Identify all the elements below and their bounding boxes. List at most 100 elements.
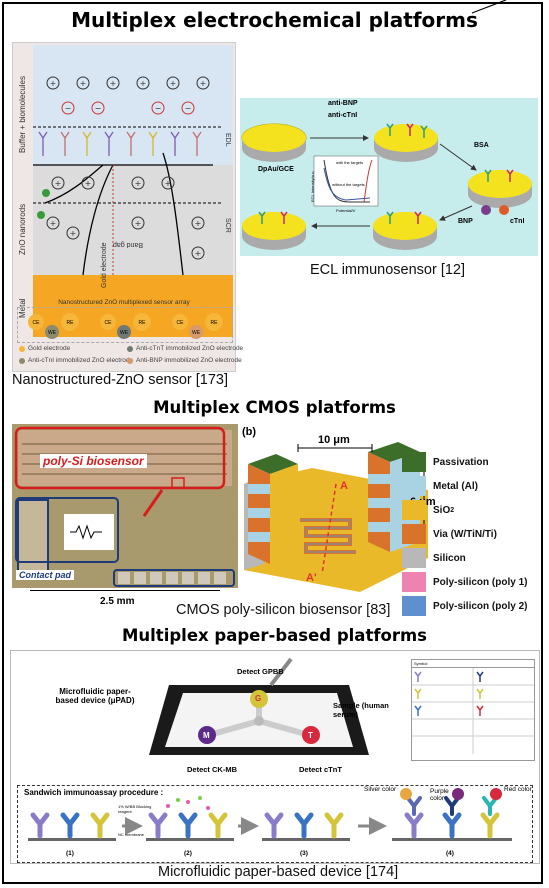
procedure-drawing (28, 788, 512, 841)
membrane-label: NC membrane (118, 832, 145, 837)
ecl-bnp: BNP (458, 218, 473, 225)
svg-text:+: + (195, 249, 202, 258)
legend-gold: Gold electrode (19, 345, 70, 352)
contact-pad-label: Contact pad (16, 570, 75, 580)
ecl-bsa: BSA (474, 142, 489, 149)
symbol-table-title: Symbol (412, 660, 534, 668)
label-bandgap: Band gap (113, 241, 143, 248)
legend-bnp-label: Anti-BNP immobilized ZnO electrode (136, 357, 242, 364)
legend-ctnt: Anti-cTnT immobilized ZnO electrode (127, 345, 243, 352)
legend-ctni-label: Anti-cTnI immobilized ZnO electrode (28, 357, 134, 364)
legend-gold-label: Gold electrode (28, 345, 71, 352)
array-title: Nanostructured ZnO multiplexed sensor ar… (58, 299, 190, 306)
sample-label: Sample (human serum) (333, 701, 389, 719)
ecl-ctni: cTnI (510, 218, 525, 225)
label-scr: SCR (224, 218, 231, 233)
label-edl: EDL (224, 133, 231, 147)
cmos-legend-1-label: Metal (Al) (433, 480, 478, 492)
zno-caption: Nanostructured-ZnO sensor [173] (12, 372, 228, 388)
svg-text:−: − (185, 104, 192, 113)
svg-text:+: + (50, 79, 57, 88)
ecl-diagram (241, 123, 532, 250)
svg-text:RE: RE (67, 320, 75, 326)
detect-ctnt: Detect cTnT (299, 765, 342, 774)
ecl-caption: ECL immunosensor [12] (310, 262, 466, 278)
svg-text:+: + (195, 219, 202, 228)
svg-text:−: − (95, 104, 102, 113)
svg-text:WE: WE (120, 330, 129, 336)
svg-text:+: + (170, 79, 177, 88)
paper-caption: Microfluidic paper-based device [174] (158, 864, 399, 880)
cmos-legend-4-label: Silicon (433, 552, 466, 564)
svg-text:+: + (55, 179, 62, 188)
scale-bar (30, 590, 220, 591)
plot-ylabel: ECL Intensity/a.u. (310, 170, 315, 202)
svg-text:RE: RE (211, 320, 219, 326)
upad-device (149, 657, 369, 755)
svg-text:WE: WE (48, 330, 57, 336)
cmos-legend-0-swatch (402, 452, 426, 472)
svg-text:RE: RE (139, 320, 147, 326)
svg-text:+: + (135, 219, 142, 228)
cmos-3d-panel: (b) 10 μm 6 μm A A' (240, 424, 536, 596)
cmos-legend-1-swatch (402, 476, 426, 496)
upad-label: Microfluidic paper-based device (μPAD) (55, 687, 135, 705)
step-1: (1) (66, 850, 74, 857)
cmos-legend-3-swatch (402, 524, 426, 544)
cmos-legend-6-label: Poly-silicon (poly 2) (433, 600, 528, 612)
zone-m: M (203, 731, 210, 740)
dim-width: 10 μm (318, 434, 350, 446)
paper-panel: Microfluidic paper-based device (μPAD) G… (10, 650, 540, 864)
svg-text:+: + (80, 79, 87, 88)
legend-ctnt-label: Anti-cTnT immobilized ZnO electrode (136, 345, 244, 352)
svg-text:−: − (155, 104, 162, 113)
symbol-table-drawing (412, 668, 534, 754)
svg-text:+: + (85, 179, 92, 188)
svg-text:−: − (65, 104, 72, 113)
cmos-caption: CMOS poly-silicon biosensor [83] (176, 602, 391, 618)
ecl-anti-ctni: anti-cTnI (328, 112, 358, 119)
detect-ckmb: Detect CK-MB (187, 765, 238, 774)
blocking-label: 1% W/BB Blocking reagent (118, 804, 152, 814)
legend-gold-dot (19, 345, 25, 352)
cmos-legend-2-label: SiO (433, 504, 451, 516)
cmos-legend-4-swatch (402, 548, 426, 568)
cmos-legend-1: Metal (Al) (402, 476, 478, 496)
purple-color-label: Purple color (430, 788, 449, 802)
red-color-label: Red color (504, 786, 532, 793)
poly-si-label: poly-Si biosensor (40, 454, 147, 468)
legend-ctni: Anti-cTnI immobilized ZnO electrode (19, 357, 133, 364)
zno-panel: + + + + + + − − − − + + + + + + + + + Bu… (12, 42, 243, 372)
chip-drawing (12, 424, 238, 588)
callout-line (471, 0, 507, 14)
label-buffer: Buffer + biomolecules (18, 75, 27, 153)
cmos-title: Multiplex CMOS platforms (153, 398, 396, 417)
step-2: (2) (184, 850, 192, 857)
cmos-legend-3: Via (W/TiN/Ti) (402, 524, 497, 544)
cmos-legend-4: Silicon (402, 548, 466, 568)
cmos-legend-0: Passivation (402, 452, 489, 472)
label-zno: ZnO nanorods (18, 203, 27, 255)
ecl-electrode-label: DpAu/GCE (258, 166, 294, 173)
svg-text:+: + (50, 219, 57, 228)
step-3: (3) (300, 850, 308, 857)
svg-text:WE: WE (192, 330, 201, 336)
svg-text:CE: CE (105, 320, 113, 326)
legend-bnp-dot (127, 357, 133, 364)
cmos-legend-0-label: Passivation (433, 456, 489, 468)
detect-gpbb: Detect GPBB (237, 667, 284, 676)
svg-text:CE: CE (177, 320, 185, 326)
cmos-legend-2-sub: 2 (450, 506, 455, 514)
legend-ctnt-dot (127, 345, 133, 352)
silver-color-label: Silver color (364, 786, 397, 793)
ecl-anti-bnp: anti-BNP (328, 100, 358, 107)
cmos-legend-5-label: Poly-silicon (poly 1) (433, 576, 528, 588)
legend-ctni-dot (19, 357, 25, 364)
cmos-legend-3-label: Via (W/TiN/Ti) (433, 528, 497, 540)
procedure-box: Sandwich immunoassay procedure : (17, 785, 533, 863)
cut-a-prime: A' (306, 572, 317, 584)
cmos-legend-5: Poly-silicon (poly 1) (402, 572, 527, 592)
paper-title: Multiplex paper-based platforms (121, 626, 427, 645)
cmos-3d-drawing (244, 442, 428, 592)
